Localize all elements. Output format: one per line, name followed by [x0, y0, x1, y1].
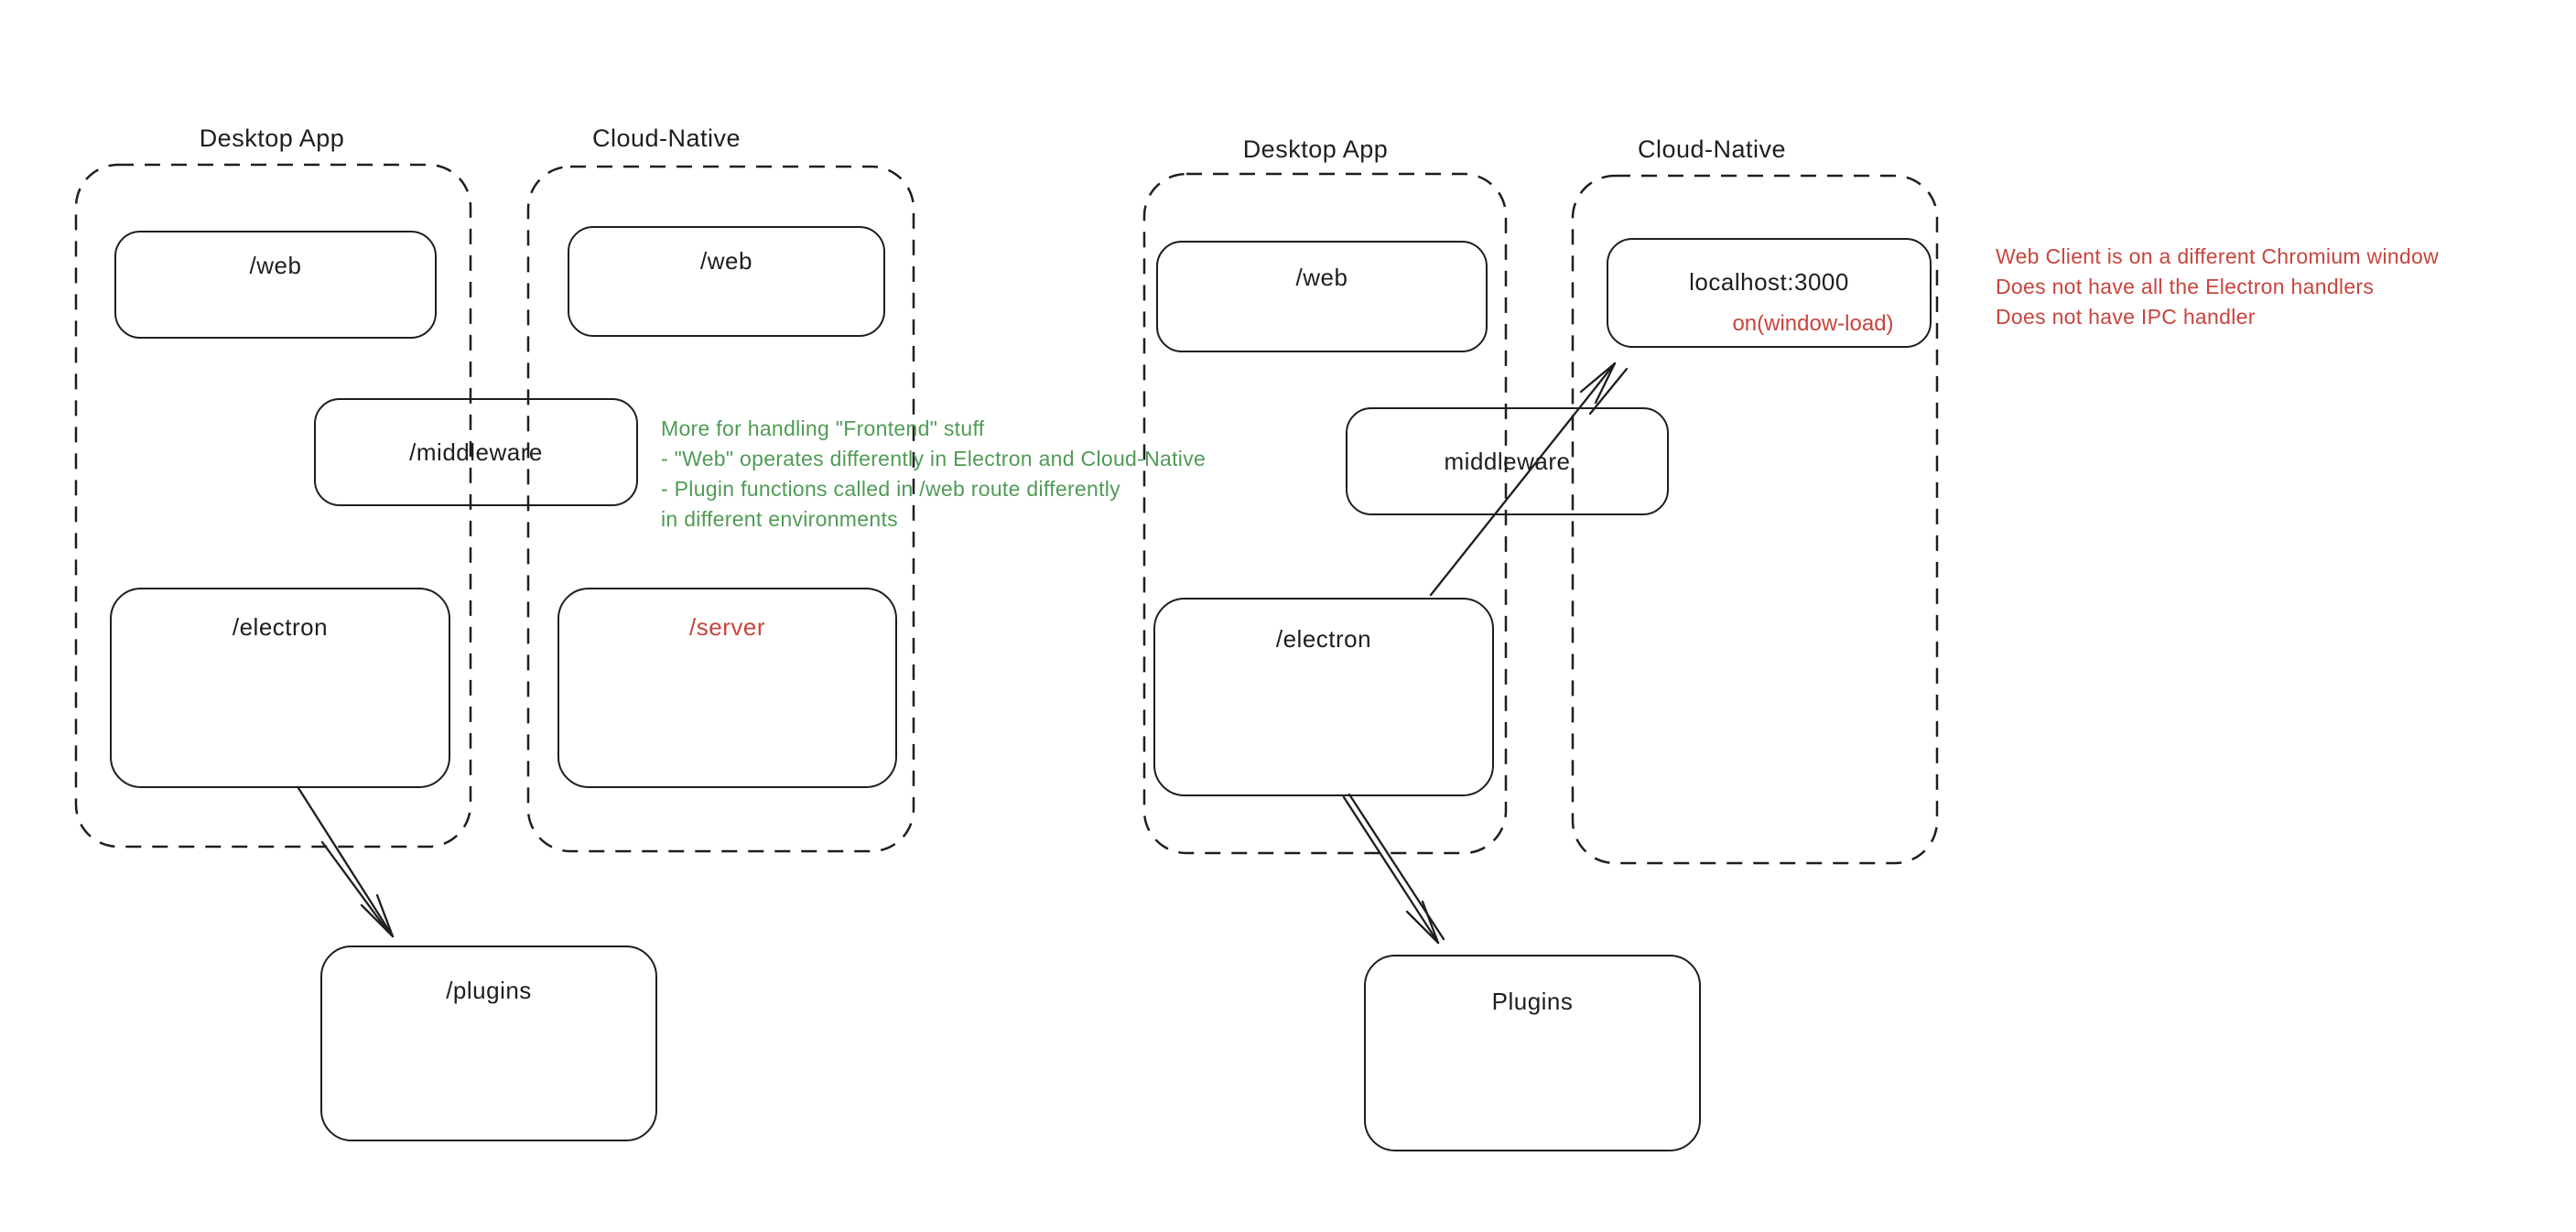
arrow-electron-to-plugins-right[interactable]	[1342, 793, 1445, 945]
left-electron-box[interactable]: /electron	[110, 588, 450, 788]
right-plugins-box[interactable]: Plugins	[1364, 955, 1701, 1151]
left-electron-label: /electron	[232, 613, 329, 641]
right-web-box[interactable]: /web	[1156, 241, 1488, 352]
left-server-box[interactable]: /server	[557, 588, 897, 788]
localhost-label: localhost:3000	[1689, 268, 1849, 296]
right-localhost-box[interactable]: localhost:3000 on(window-load)	[1607, 238, 1932, 348]
left-middleware-box[interactable]: /middleware	[314, 398, 638, 506]
right-web-label: /web	[1295, 264, 1348, 291]
on-window-load-label: on(window-load)	[1732, 311, 1894, 336]
right-cloud-native-label[interactable]: Cloud-Native	[1637, 135, 1787, 163]
left-cloud-web-box[interactable]: /web	[568, 226, 885, 337]
right-middleware-box[interactable]: middleware	[1346, 407, 1669, 515]
red-annotation-line: Web Client is on a different Chromium wi…	[1996, 244, 2440, 268]
right-desktop-app-label[interactable]: Desktop App	[1242, 135, 1389, 163]
arrow-electron-to-plugins-left[interactable]	[297, 786, 395, 938]
green-annotation-line: in different environments	[661, 507, 898, 531]
right-electron-label: /electron	[1275, 625, 1372, 653]
left-desktop-web-box[interactable]: /web	[114, 231, 437, 339]
left-middleware-label: /middleware	[409, 438, 543, 466]
right-electron-box[interactable]: /electron	[1153, 598, 1494, 796]
red-annotation-line: Does not have all the Electron handlers	[1996, 275, 2375, 298]
right-plugins-label: Plugins	[1491, 988, 1574, 1015]
green-annotation-line: - "Web" operates differently in Electron…	[661, 447, 1207, 470]
left-plugins-label: /plugins	[446, 977, 532, 1004]
left-plugins-box[interactable]: /plugins	[320, 946, 657, 1141]
red-annotation-line: Does not have IPC handler	[1996, 305, 2256, 329]
left-cloud-native-label[interactable]: Cloud-Native	[591, 124, 741, 152]
green-annotation-line: More for handling "Frontend" stuff	[661, 416, 985, 440]
red-annotation[interactable]: Web Client is on a different Chromium wi…	[1996, 242, 2439, 332]
green-annotation[interactable]: More for handling "Frontend" stuff - "We…	[661, 414, 1206, 535]
left-cloud-web-label: /web	[700, 247, 752, 275]
left-desktop-web-label: /web	[249, 252, 302, 279]
left-server-label: /server	[689, 613, 765, 641]
right-middleware-label: middleware	[1444, 447, 1571, 475]
green-annotation-line: - Plugin functions called in /web route …	[661, 477, 1120, 501]
left-desktop-app-label[interactable]: Desktop App	[199, 124, 345, 152]
